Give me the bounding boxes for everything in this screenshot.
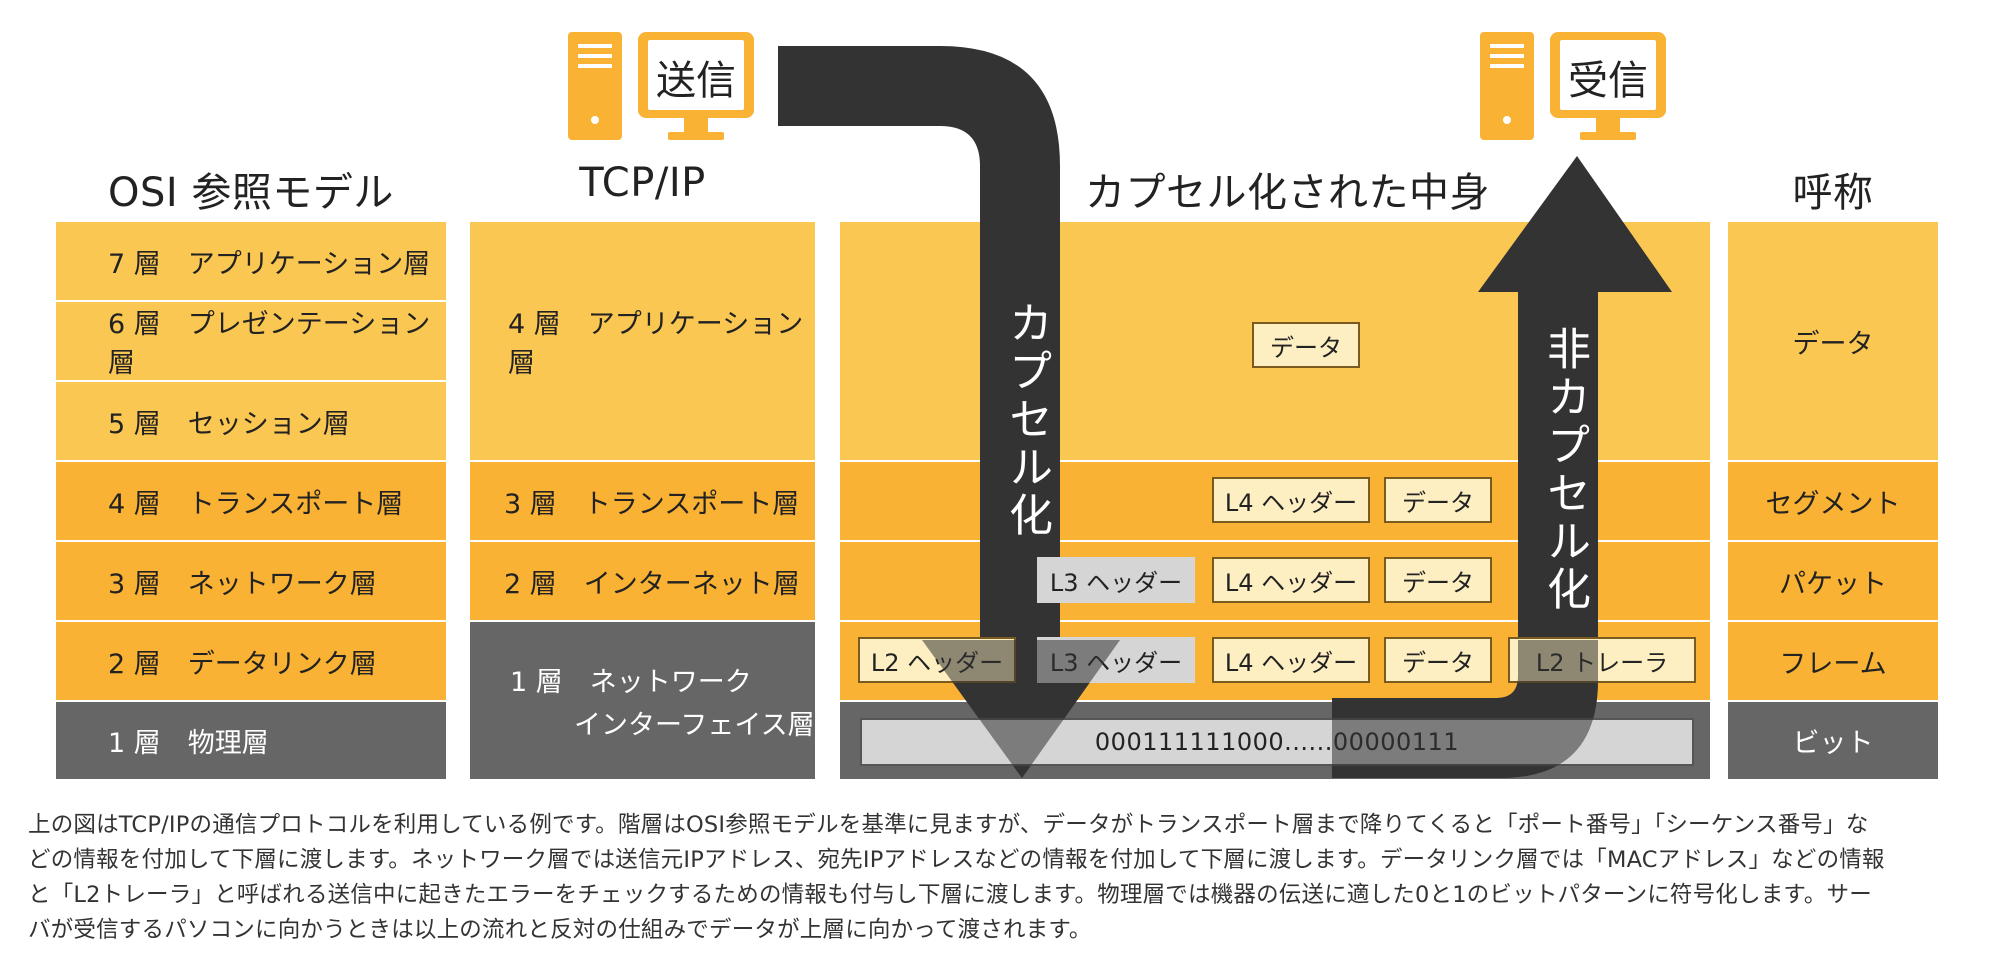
osi-layer-label: 2 層 データリンク層 [108, 648, 377, 680]
box-label: データ [1270, 333, 1342, 362]
sender-pc: 送信 [566, 28, 756, 144]
capsule-l2-header-link: L2 ヘッダー [858, 637, 1016, 683]
osi-layer-1: 1 層 物理層 [56, 702, 446, 779]
name-segment: セグメント [1728, 462, 1938, 540]
tcp-layer-label-line2: インターフェイス層 [574, 709, 815, 741]
tcp-layer-3: 3 層 トランスポート層 [470, 462, 815, 540]
osi-layer-label: 5 層 セッション層 [108, 408, 350, 440]
tcp-layer-2: 2 層 インターネット層 [470, 542, 815, 620]
receive-label: 受信 [1568, 58, 1648, 104]
capsule-data-transport: データ [1384, 477, 1492, 523]
osi-title: OSI 参照モデル [108, 170, 394, 216]
decapsulation-label: 非カプセル化 [1539, 326, 1590, 614]
name-bit: ビット [1728, 702, 1938, 779]
capsule-data-link: データ [1384, 637, 1492, 683]
box-label: データ [1402, 568, 1474, 597]
box-label: データ [1402, 648, 1474, 677]
name-label: データ [1792, 328, 1874, 360]
name-data: データ [1728, 222, 1938, 460]
computer-icon [1480, 32, 1666, 140]
computer-icon [568, 32, 754, 140]
bit-stream: 000111111000......00000111 [860, 718, 1694, 766]
encapsulation-label: カプセル化 [1001, 300, 1052, 540]
box-label: L3 ヘッダー [1049, 648, 1183, 677]
description-text: 上の図はTCP/IPの通信プロトコルを利用している例です。階層はOSI参照モデル… [28, 808, 1990, 948]
capsule-data-internet: データ [1384, 557, 1492, 603]
tcp-layer-4: 4 層 アプリケーション層 [470, 222, 815, 460]
tcp-layer-1: 1 層 ネットワーク インターフェイス層 [470, 622, 815, 779]
osi-layer-label: 6 層 プレゼンテーション層 [108, 309, 431, 379]
box-label: L3 ヘッダー [1049, 568, 1183, 597]
capsule-l2-trailer-link: L2 トレーラ [1508, 637, 1696, 683]
description-line: 上の図はTCP/IPの通信プロトコルを利用している例です。階層はOSI参照モデル… [28, 812, 1869, 838]
description-line: どの情報を付加して下層に渡します。ネットワーク層では送信元IPアドレス、宛先IP… [28, 847, 1885, 873]
osi-layer-label: 7 層 アプリケーション層 [108, 248, 431, 280]
box-label: L4 ヘッダー [1224, 648, 1358, 677]
capsule-l4-header-internet: L4 ヘッダー [1212, 557, 1370, 603]
box-label: L2 ヘッダー [870, 648, 1004, 677]
bit-stream-label: 000111111000......00000111 [1094, 728, 1460, 756]
osi-layer-4: 4 層 トランスポート層 [56, 462, 446, 540]
name-packet: パケット [1728, 542, 1938, 620]
box-label: L4 ヘッダー [1224, 488, 1358, 517]
capsule-l4-header-transport: L4 ヘッダー [1212, 477, 1370, 523]
osi-layer-7: 7 層 アプリケーション層 [56, 222, 446, 300]
decapsulation-arrow [1332, 156, 1672, 778]
name-label: セグメント [1765, 488, 1901, 520]
box-label: L4 ヘッダー [1224, 568, 1358, 597]
description-line: バが受信するパソコンに向かうときは以上の流れと反対の仕組みでデータが上層に向かっ… [28, 917, 1092, 943]
capsule-l3-header-link: L3 ヘッダー [1037, 637, 1195, 683]
capsule-l4-header-link: L4 ヘッダー [1212, 637, 1370, 683]
osi-layer-label: 1 層 物理層 [108, 728, 269, 759]
capsule-data-app: データ [1252, 322, 1360, 368]
send-label: 送信 [656, 58, 736, 104]
name-label: ビット [1792, 728, 1874, 759]
tcp-layer-label: 2 層 インターネット層 [504, 568, 800, 600]
osi-layer-2: 2 層 データリンク層 [56, 622, 446, 700]
name-title: 呼称 [1792, 170, 1874, 216]
osi-layer-5: 5 層 セッション層 [56, 382, 446, 460]
osi-layer-label: 4 層 トランスポート層 [108, 488, 404, 520]
name-frame: フレーム [1728, 622, 1938, 700]
osi-layer-3: 3 層 ネットワーク層 [56, 542, 446, 620]
capsule-l3-header-internet: L3 ヘッダー [1037, 557, 1195, 603]
tcp-layer-label: 3 層 トランスポート層 [504, 488, 800, 520]
receiver-pc: 受信 [1478, 28, 1668, 144]
name-label: パケット [1779, 568, 1887, 600]
osi-layer-label: 3 層 ネットワーク層 [108, 568, 377, 600]
box-label: L2 トレーラ [1535, 648, 1669, 677]
capsule-title: カプセル化された中身 [1085, 170, 1490, 216]
tcp-layer-label: 4 層 アプリケーション層 [508, 309, 804, 379]
description-line: と「L2トレーラ」と呼ばれる送信中に起きたエラーをチェックするための情報も付与し… [28, 882, 1872, 908]
osi-layer-6: 6 層 プレゼンテーション層 [56, 302, 446, 380]
tcp-title: TCP/IP [579, 160, 706, 206]
encapsulation-arrow [778, 46, 1120, 778]
tcp-layer-label: 1 層 ネットワーク [510, 666, 752, 698]
box-label: データ [1402, 488, 1474, 517]
name-label: フレーム [1779, 648, 1887, 680]
